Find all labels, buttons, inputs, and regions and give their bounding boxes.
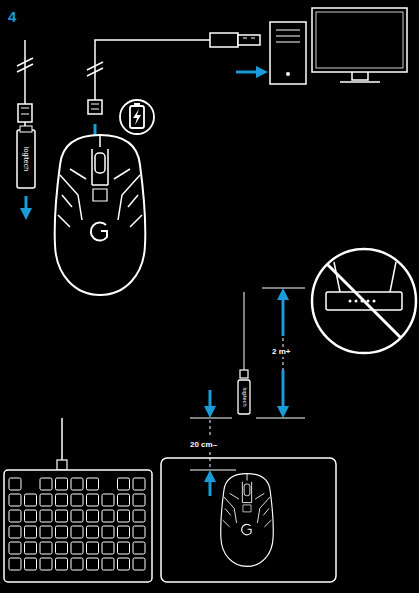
keyboard-key — [40, 542, 52, 554]
keyboard-key — [40, 494, 52, 506]
step-number: 4 — [8, 9, 16, 24]
keyboard-key — [87, 558, 99, 570]
keyboard-key — [40, 510, 52, 522]
keyboard-key — [56, 558, 68, 570]
keyboard-key — [56, 526, 68, 538]
keyboard-key — [71, 494, 83, 506]
keyboard-key — [133, 494, 145, 506]
keyboard-key — [133, 478, 145, 490]
keyboard-key — [71, 510, 83, 522]
keyboard-key — [118, 494, 130, 506]
keyboard-key — [133, 558, 145, 570]
keyboard-key — [9, 510, 21, 522]
keyboard-key — [102, 542, 114, 554]
keyboard-key — [25, 494, 37, 506]
keyboard-key — [25, 542, 37, 554]
keyboard-key — [87, 494, 99, 506]
receiver-brand: logitech — [23, 147, 30, 171]
keyboard-key — [40, 478, 52, 490]
keyboard-key — [9, 478, 21, 490]
keyboard-key — [40, 526, 52, 538]
keyboard-key — [102, 494, 114, 506]
keyboard-key — [118, 542, 130, 554]
keyboard-key — [9, 558, 21, 570]
keyboard-key — [87, 526, 99, 538]
keyboard-key — [25, 558, 37, 570]
distance-label: 20 cm– — [188, 440, 219, 450]
keyboard-key — [56, 542, 68, 554]
keyboard-key — [133, 542, 145, 554]
keyboard-key — [118, 558, 130, 570]
keyboard-key — [71, 478, 83, 490]
keyboard-key — [9, 526, 21, 538]
keyboard-key — [118, 510, 130, 522]
keyboard-key — [118, 478, 130, 490]
distance-label: 2 m+ — [270, 347, 292, 357]
keyboard-key — [71, 526, 83, 538]
keyboard-key — [40, 558, 52, 570]
keyboard-key — [25, 510, 37, 522]
keyboard-key — [87, 478, 99, 490]
keyboard-key — [87, 542, 99, 554]
keyboard-key — [71, 542, 83, 554]
keyboard-key — [102, 526, 114, 538]
keyboard-key — [133, 526, 145, 538]
keyboard-key — [9, 494, 21, 506]
keyboard-key — [102, 558, 114, 570]
keyboard-key — [133, 510, 145, 522]
keyboard-key — [118, 526, 130, 538]
receiver-brand: logitech — [241, 388, 247, 407]
keyboard-key — [102, 510, 114, 522]
keyboard-key — [56, 478, 68, 490]
keyboard-key — [25, 526, 37, 538]
keyboard-key — [87, 510, 99, 522]
keyboard-key — [56, 510, 68, 522]
keyboard-key — [71, 558, 83, 570]
keyboard-key — [56, 494, 68, 506]
keyboard-key — [9, 542, 21, 554]
